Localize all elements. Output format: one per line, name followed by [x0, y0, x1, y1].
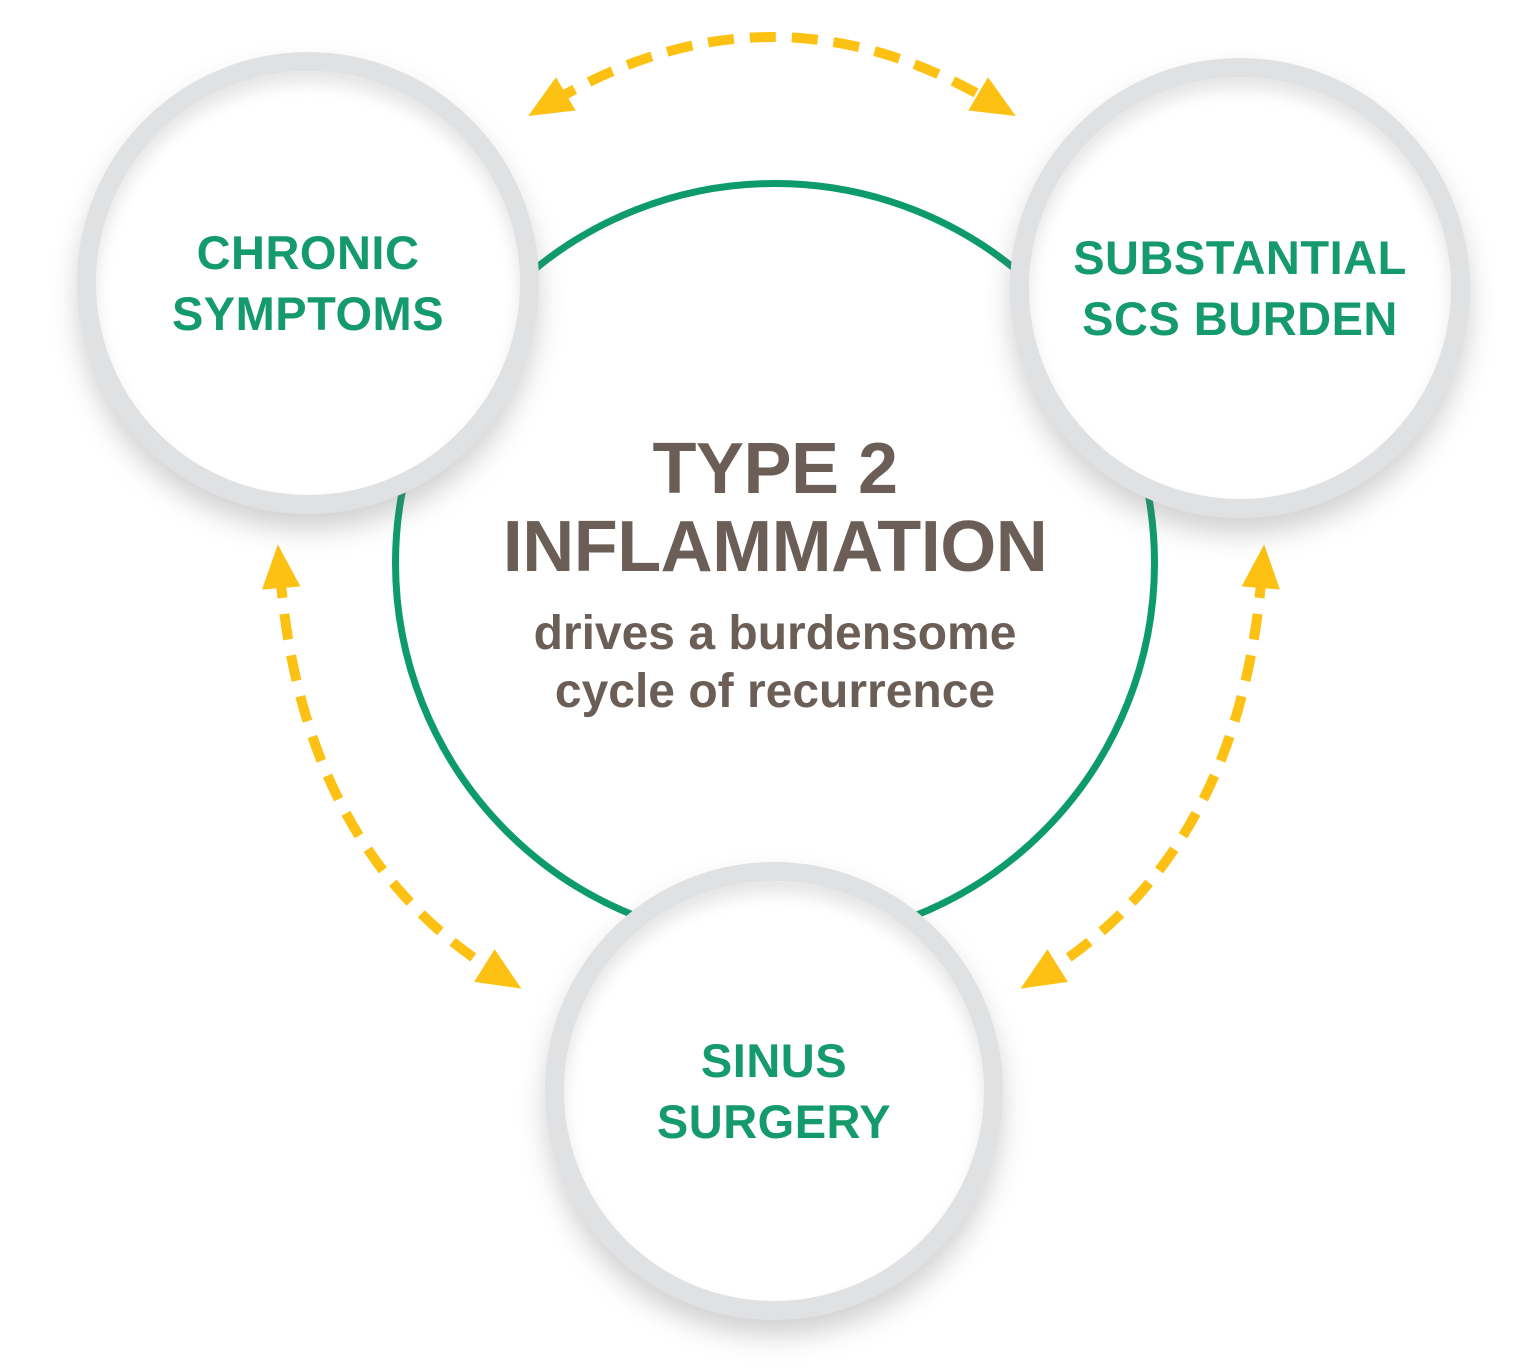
node-label-line: SUBSTANTIAL	[1073, 230, 1407, 284]
center-title-line: INFLAMMATION	[502, 507, 1048, 588]
node-label-line: SURGERY	[656, 1095, 892, 1148]
node-sinus-surgery: SINUS SURGERY	[545, 862, 1003, 1320]
center-subtitle-line-2: cycle of recurrence	[554, 665, 996, 719]
arrow-top-double-headed-icon	[528, 32, 1016, 117]
node-sinus-surgery-label: SINUS SURGERY	[657, 1030, 891, 1152]
center-subtitle-line-1: drives a burdensome	[533, 606, 1017, 660]
node-label-line: SINUS	[700, 1033, 848, 1087]
node-substantial-scs-burden-label: SUBSTANTIAL SCS BURDEN	[1073, 227, 1407, 349]
center-caption: TYPE 2 INFLAMMATION drives a burdensome …	[389, 430, 1161, 722]
node-chronic-symptoms-label: CHRONIC SYMPTOMS	[172, 222, 444, 344]
node-label-line: SYMPTOMS	[171, 287, 445, 340]
center-title: TYPE 2 INFLAMMATION	[389, 430, 1161, 587]
center-title-line: TYPE 2	[652, 429, 898, 509]
node-chronic-symptoms: CHRONIC SYMPTOMS	[77, 52, 539, 514]
node-label-line: SCS BURDEN	[1082, 292, 1398, 345]
node-label-line: CHRONIC	[196, 225, 420, 279]
node-substantial-scs-burden: SUBSTANTIAL SCS BURDEN	[1010, 58, 1470, 518]
